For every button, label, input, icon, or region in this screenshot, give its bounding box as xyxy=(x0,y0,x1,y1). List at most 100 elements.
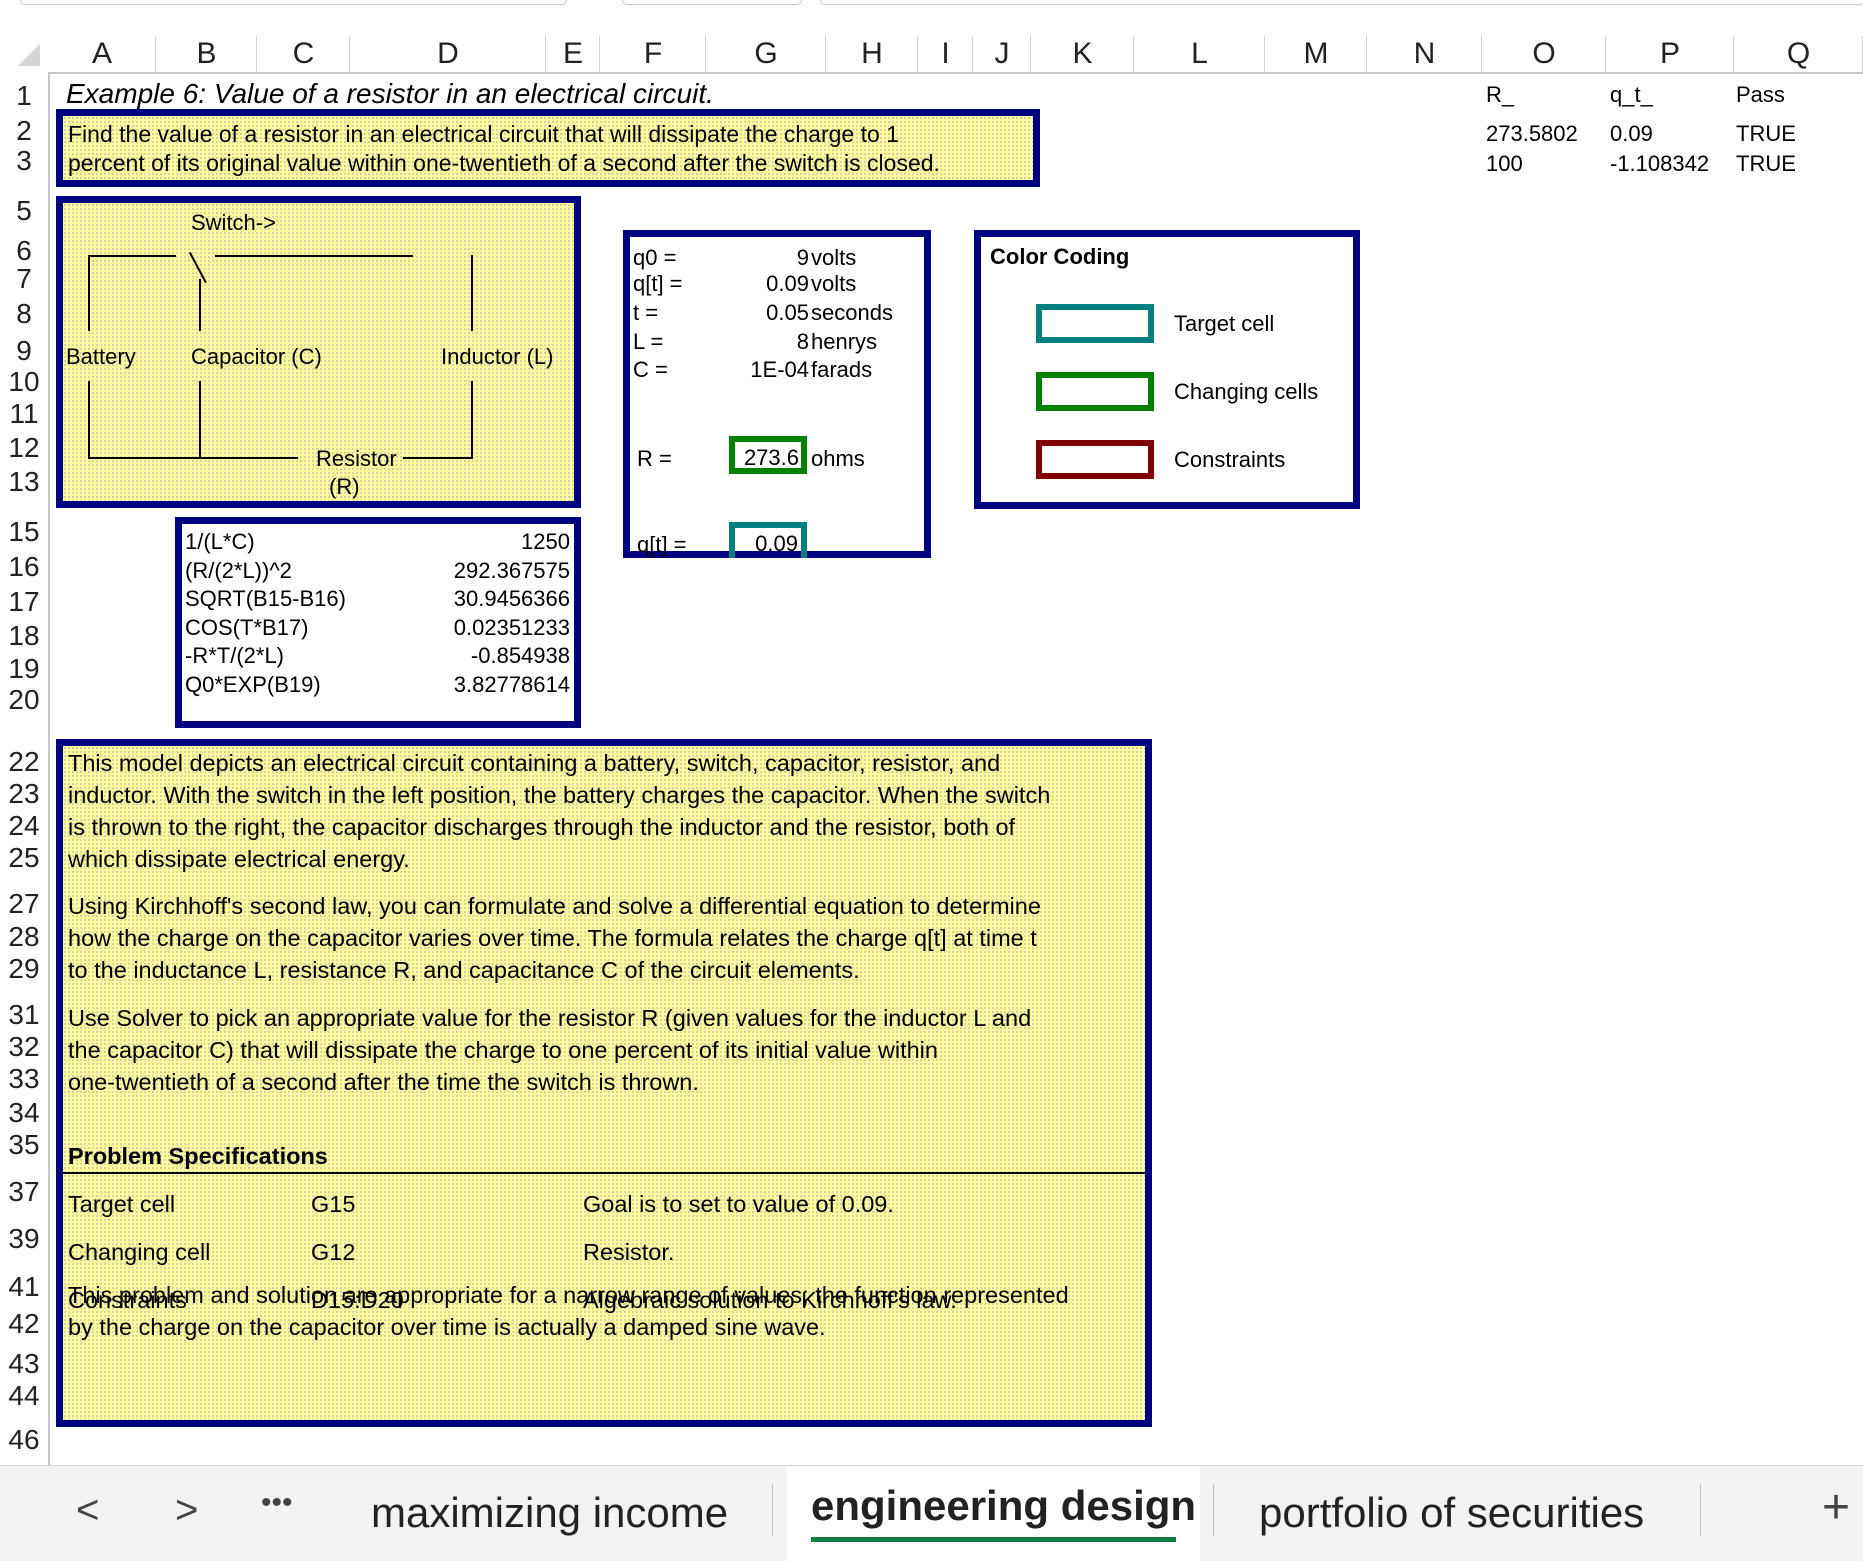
param-unit[interactable]: seconds xyxy=(811,300,893,325)
calc-value-constraint[interactable]: -0.854938 xyxy=(470,643,570,669)
column-separator[interactable] xyxy=(705,36,706,72)
calc-value-constraint[interactable]: 3.82778614 xyxy=(453,672,570,697)
row-header-18[interactable]: 18 xyxy=(8,620,40,651)
column-separator[interactable] xyxy=(545,36,546,72)
column-header-F[interactable]: F xyxy=(643,37,663,70)
param-value[interactable]: 8 xyxy=(796,329,809,354)
column-separator[interactable] xyxy=(1264,36,1265,72)
calc-value-constraint[interactable]: 292.367575 xyxy=(453,557,570,583)
header-r[interactable]: R_ xyxy=(1486,82,1515,107)
row-header-1[interactable]: 1 xyxy=(16,80,32,111)
column-separator[interactable] xyxy=(599,36,600,72)
param-unit[interactable]: farads xyxy=(811,357,873,382)
param-label[interactable]: C = xyxy=(633,357,668,382)
param-value[interactable]: 0.09 xyxy=(766,271,809,296)
column-header-H[interactable]: H xyxy=(861,37,883,70)
select-all-corner[interactable] xyxy=(0,36,48,72)
column-separator[interactable] xyxy=(349,36,350,72)
changing-cell-g12[interactable]: 273.6 xyxy=(729,436,807,474)
value-r-2[interactable]: 100 xyxy=(1486,151,1523,176)
column-header-Q[interactable]: Q xyxy=(1786,37,1811,70)
row-header-2[interactable]: 2 xyxy=(16,115,32,146)
calc-label[interactable]: SQRT(B15-B16) xyxy=(185,586,346,612)
row-header-43[interactable]: 43 xyxy=(8,1348,40,1379)
column-header-G[interactable]: G xyxy=(754,37,778,70)
tab-portfolio-of-securities[interactable]: portfolio of securities xyxy=(1259,1489,1645,1536)
add-sheet-button[interactable]: + xyxy=(1822,1481,1851,1534)
column-header-B[interactable]: B xyxy=(196,37,217,70)
row-header-20[interactable]: 20 xyxy=(8,684,40,715)
column-header-A[interactable]: A xyxy=(91,37,112,70)
row-header-25[interactable]: 25 xyxy=(8,842,40,873)
row-header-10[interactable]: 10 xyxy=(8,366,40,397)
column-separator[interactable] xyxy=(1366,36,1367,72)
value-pass-2[interactable]: TRUE xyxy=(1736,151,1796,176)
calc-value-constraint[interactable]: 1250 xyxy=(521,529,570,554)
calc-value-constraint[interactable]: 0.02351233 xyxy=(453,614,570,640)
param-value[interactable]: 1E-04 xyxy=(750,357,809,382)
calc-label[interactable]: COS(T*B17) xyxy=(185,614,309,640)
row-header-32[interactable]: 32 xyxy=(8,1031,40,1062)
column-header-N[interactable]: N xyxy=(1413,37,1436,70)
column-header-I[interactable]: I xyxy=(941,37,950,70)
target-cell-g15[interactable]: 0.09 xyxy=(729,522,807,558)
row-header-33[interactable]: 33 xyxy=(8,1063,40,1094)
tab-engineering-design[interactable]: engineering design xyxy=(787,1466,1200,1561)
column-header-K[interactable]: K xyxy=(1072,37,1093,70)
row-header-34[interactable]: 34 xyxy=(8,1097,40,1128)
row-header-37[interactable]: 37 xyxy=(8,1176,40,1207)
problem-statement-box[interactable]: Find the value of a resistor in an elect… xyxy=(56,109,1040,187)
row-header-24[interactable]: 24 xyxy=(8,810,40,841)
param-label[interactable]: q0 = xyxy=(633,245,677,270)
column-header-M[interactable]: M xyxy=(1303,37,1329,70)
column-header-E[interactable]: E xyxy=(562,37,583,70)
column-header-D[interactable]: D xyxy=(437,37,459,70)
param-label[interactable]: q[t] = xyxy=(633,271,683,296)
value-qt-1[interactable]: 0.09 xyxy=(1610,121,1653,146)
tab-maximizing-income[interactable]: maximizing income xyxy=(371,1489,729,1536)
row-header-17[interactable]: 17 xyxy=(8,586,40,617)
column-separator[interactable] xyxy=(972,36,973,72)
column-header-L[interactable]: L xyxy=(1191,37,1208,70)
column-separator[interactable] xyxy=(256,36,257,72)
calc-label[interactable]: 1/(L*C) xyxy=(185,529,255,554)
param-value[interactable]: 9 xyxy=(796,245,809,270)
column-separator[interactable] xyxy=(825,36,826,72)
value-pass-1[interactable]: TRUE xyxy=(1736,121,1796,146)
row-header-5[interactable]: 5 xyxy=(16,195,32,226)
param-label[interactable]: L = xyxy=(633,329,664,354)
calc-label[interactable]: -R*T/(2*L) xyxy=(185,643,285,669)
value-r-1[interactable]: 273.5802 xyxy=(1486,121,1578,146)
value-qt-2[interactable]: -1.108342 xyxy=(1610,151,1710,176)
param-unit[interactable]: henrys xyxy=(811,329,878,354)
column-header-P[interactable]: P xyxy=(1659,37,1680,70)
param-unit[interactable]: volts xyxy=(811,245,857,270)
row-header-12[interactable]: 12 xyxy=(8,432,40,463)
calc-label[interactable]: Q0*EXP(B19) xyxy=(185,672,321,697)
row-header-29[interactable]: 29 xyxy=(8,953,40,984)
row-header-9[interactable]: 9 xyxy=(16,335,32,366)
column-separator[interactable] xyxy=(917,36,918,72)
row-header-41[interactable]: 41 xyxy=(8,1271,40,1302)
row-header-28[interactable]: 28 xyxy=(8,921,40,952)
column-separator[interactable] xyxy=(155,36,156,72)
scroll-tabs-left-button[interactable]: < xyxy=(76,1488,100,1532)
column-separator[interactable] xyxy=(1481,36,1482,72)
row-header-35[interactable]: 35 xyxy=(8,1129,40,1160)
row-header-46[interactable]: 46 xyxy=(8,1424,40,1455)
row-header-8[interactable]: 8 xyxy=(16,298,32,329)
row-header-22[interactable]: 22 xyxy=(8,746,40,777)
column-header-J[interactable]: J xyxy=(994,37,1010,70)
header-pass[interactable]: Pass xyxy=(1736,82,1785,107)
param-value[interactable]: 0.05 xyxy=(766,300,809,325)
row-header-31[interactable]: 31 xyxy=(8,999,40,1030)
row-header-19[interactable]: 19 xyxy=(8,653,40,684)
row-header-15[interactable]: 15 xyxy=(8,516,40,547)
row-header-23[interactable]: 23 xyxy=(8,778,40,809)
row-header-7[interactable]: 7 xyxy=(16,263,32,294)
row-header-11[interactable]: 11 xyxy=(9,398,39,429)
param-unit[interactable]: volts xyxy=(811,271,857,296)
column-separator[interactable] xyxy=(1030,36,1031,72)
column-header-C[interactable]: C xyxy=(292,37,315,70)
